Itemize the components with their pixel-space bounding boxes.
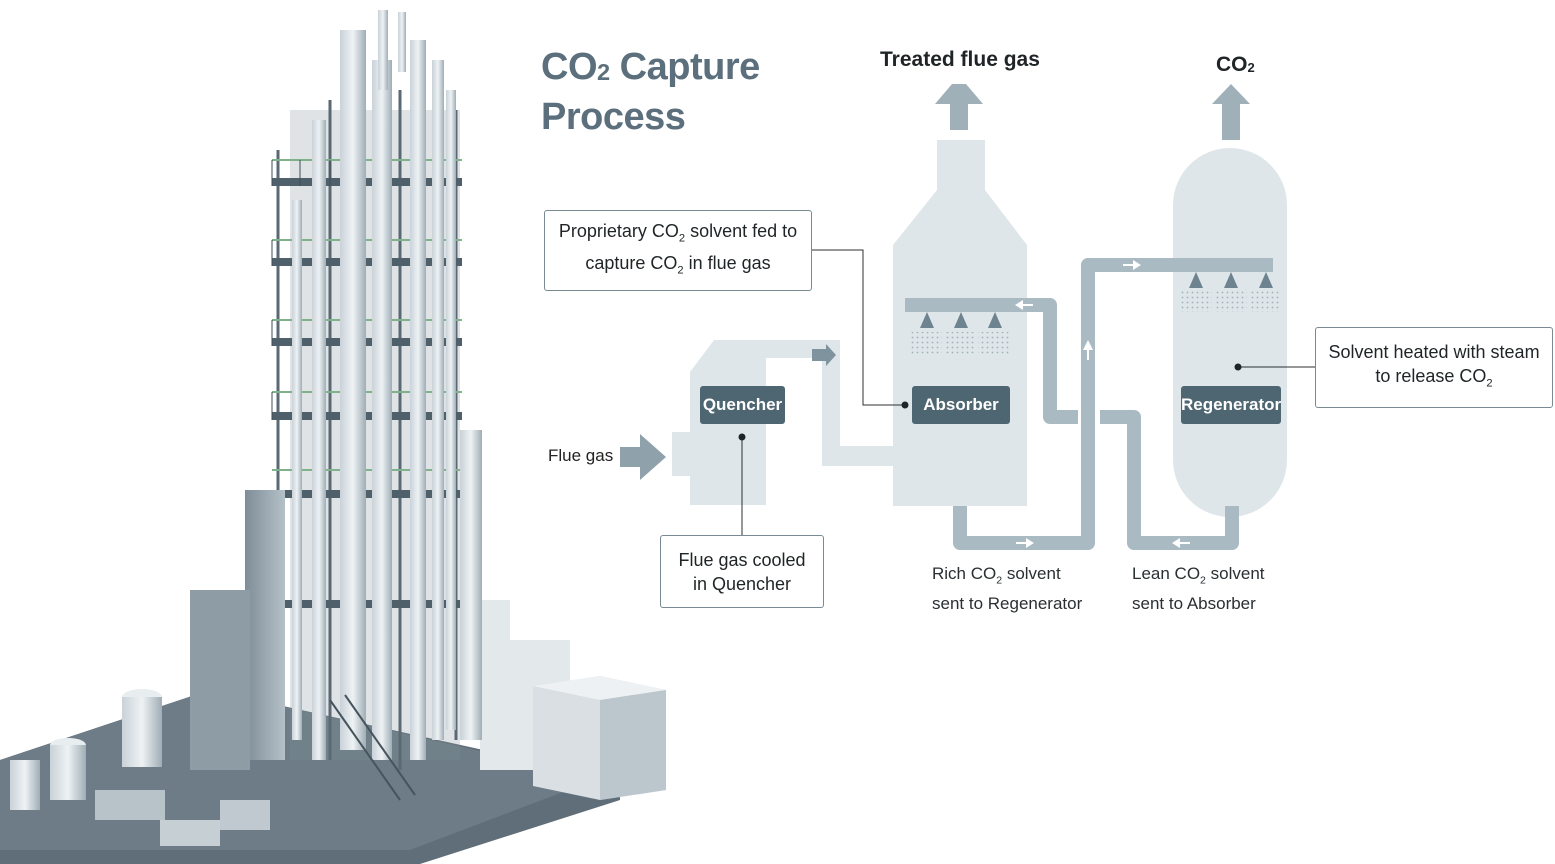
- absorber-spray-nozzles: [910, 312, 1010, 354]
- rich-solvent-caption: Rich CO2 solvent sent to Regenerator: [932, 564, 1083, 614]
- tank-2: [50, 745, 86, 800]
- regenerator-vessel: [1173, 148, 1287, 517]
- lower-frame: [245, 490, 285, 760]
- co2-output-label: CO2: [1216, 53, 1255, 76]
- treated-flue-gas-label: Treated flue gas: [880, 48, 1040, 71]
- column-2: [372, 60, 392, 760]
- lean-solvent-caption: Lean CO2 solvent sent to Absorber: [1132, 564, 1265, 614]
- leader-lines: [741, 249, 1315, 535]
- plant-illustration: [0, 10, 666, 864]
- quencher-absorber-duct: [766, 340, 893, 466]
- column-1: [340, 30, 366, 750]
- flue-gas-input-label: Flue gas: [548, 446, 614, 465]
- tank-1: [122, 697, 162, 767]
- regenerator-spray-nozzles: [1180, 272, 1280, 312]
- quencher-callout: Flue gas cooled in Quencher: [660, 535, 824, 608]
- duct-flow-arrow: [812, 344, 836, 366]
- absorber-tag: Absorber: [912, 386, 1010, 424]
- pipe-flow-arrows: [1015, 260, 1190, 548]
- regenerator-callout: Solvent heated with steam to release CO2: [1315, 327, 1553, 408]
- co2-out-arrow: [1212, 84, 1250, 140]
- regenerator-tag: Regenerator: [1181, 386, 1281, 424]
- process-schematic: [620, 84, 1315, 550]
- solvent-fed-callout: Proprietary CO2 solvent fed to capture C…: [544, 210, 812, 291]
- treated-gas-arrow: [935, 84, 983, 130]
- quencher-tag: Quencher: [700, 386, 785, 424]
- diagram-title: CO2 Capture Process: [541, 46, 760, 138]
- solvent-piping: [905, 258, 1273, 550]
- flue-gas-inlet-arrow: [620, 434, 666, 480]
